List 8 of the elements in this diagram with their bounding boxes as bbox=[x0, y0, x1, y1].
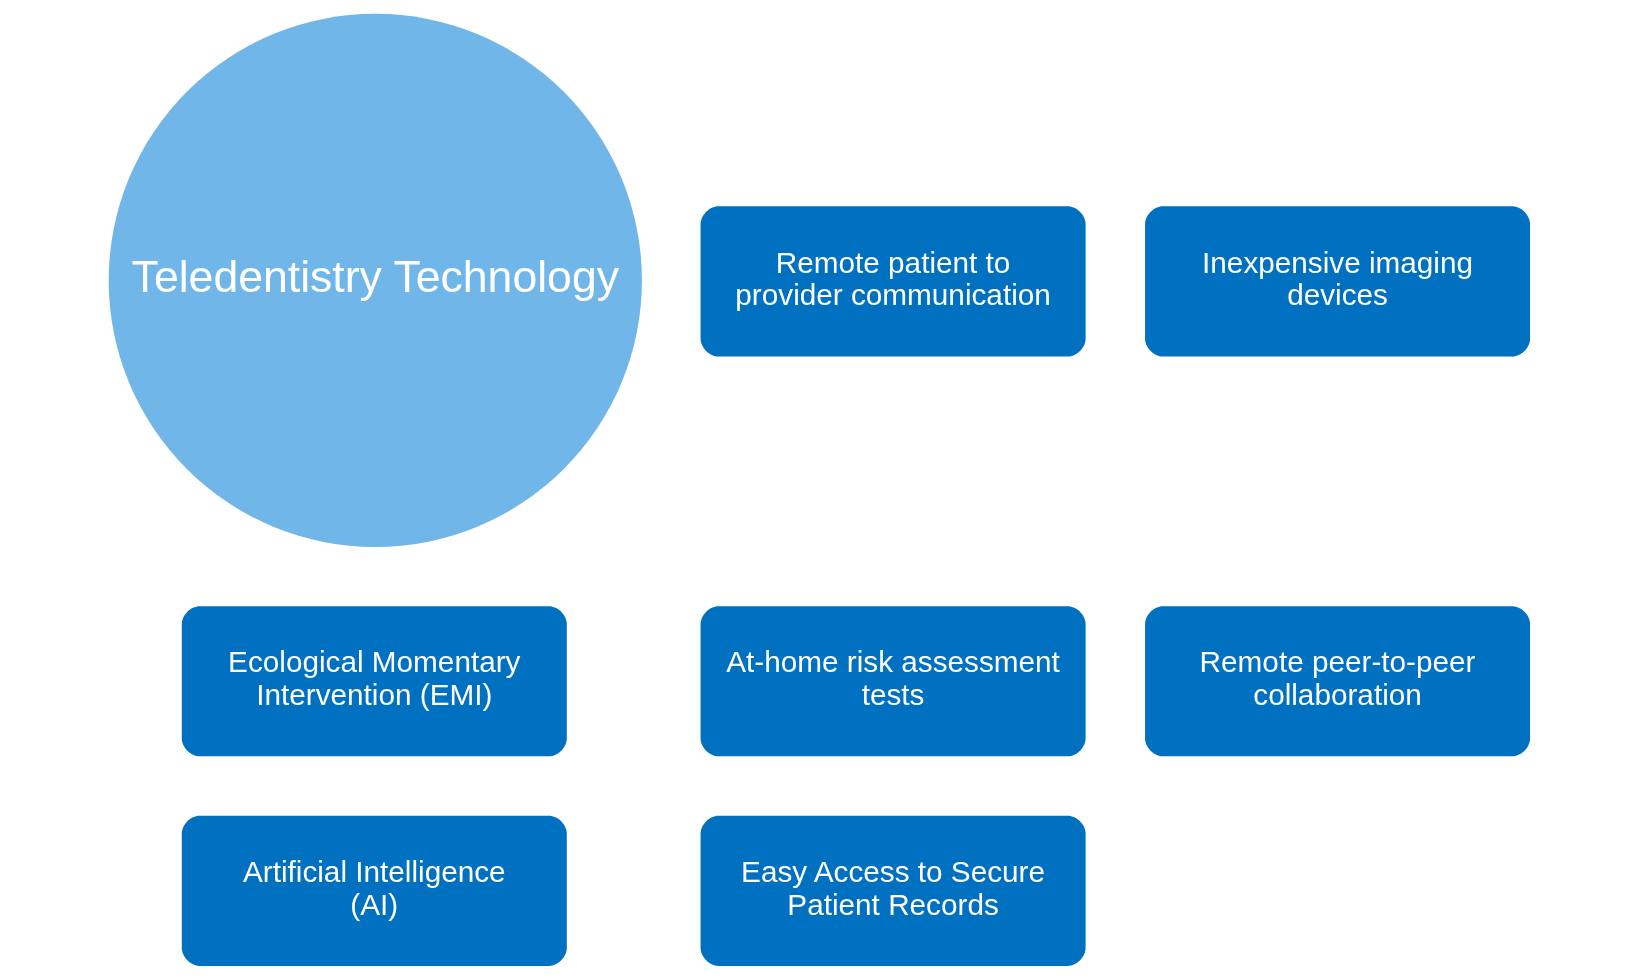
node-box: Remote patient to provider communication bbox=[700, 206, 1086, 357]
node-circle: Teledentistry Technology bbox=[108, 13, 642, 548]
node-box: Easy Access to Secure Patient Records bbox=[700, 815, 1086, 966]
node-box: Inexpensive imaging devices bbox=[1145, 206, 1531, 357]
node-box: Ecological Momentary Intervention (EMI) bbox=[181, 606, 567, 757]
node-box: Artificial Intelligence (AI) bbox=[181, 815, 567, 966]
node-box: At-home risk assessment tests bbox=[700, 606, 1086, 757]
node-box: Remote peer-to-peer collaboration bbox=[1145, 606, 1531, 757]
